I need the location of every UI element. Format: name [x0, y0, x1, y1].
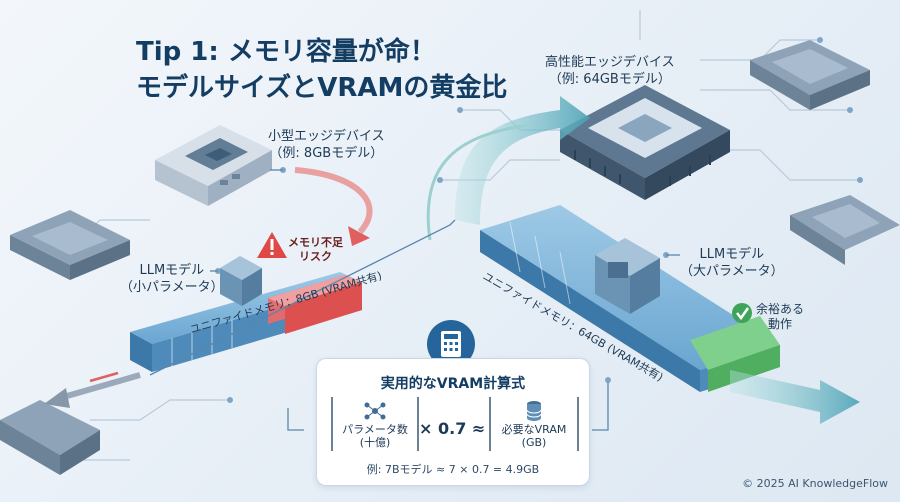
chip-bottom-left [0, 400, 100, 475]
left-double-arrow [44, 371, 141, 408]
small-model-params: （小パラメータ） [120, 280, 224, 295]
formula-example: 例: 7Bモデル ≈ 7 × 0.7 = 4.9GB [366, 463, 540, 476]
formula-term-params-line-1: パラメータ数 [342, 423, 408, 436]
small-device-example: （例: 8GBモデル） [269, 146, 384, 161]
chip-right [790, 195, 900, 265]
title-line-1: Tip 1: メモリ容量が命！ [136, 37, 436, 67]
small-device-label: 小型エッジデバイス （例: 8GBモデル） [268, 128, 385, 162]
warning-icon [257, 232, 287, 258]
formula-term-params: パラメータ数 (十億) [331, 397, 419, 451]
ok-line-1: 余裕ある [756, 302, 805, 316]
network-icon [364, 402, 386, 420]
large-model-cube [595, 238, 660, 314]
calculator-icon [427, 320, 475, 368]
title-line-2: モデルサイズとVRAMの黄金比 [136, 73, 508, 103]
small-device-name: 小型エッジデバイス [268, 129, 385, 144]
large-model-label: LLMモデル （大パラメータ） [680, 246, 784, 280]
formula-term-vram: 必要なVRAM (GB) [489, 397, 579, 451]
trace-nodes [215, 37, 863, 403]
formula-term-vram-text: 必要なVRAM (GB) [491, 423, 577, 449]
formula-operator: × 0.7 ≈ [419, 419, 486, 438]
connector-lines [149, 169, 680, 431]
large-device-name: 高性能エッジデバイス [545, 55, 675, 70]
database-icon [526, 401, 542, 421]
warning-label: メモリ不足 リスク [288, 236, 343, 264]
small-model-name: LLMモデル [139, 263, 205, 278]
page-title: Tip 1: メモリ容量が命！ モデルサイズとVRAMの黄金比 [136, 34, 507, 106]
risk-arrow [294, 167, 373, 246]
small-model-cube [220, 256, 262, 306]
large-edge-device [560, 85, 730, 200]
large-model-name: LLMモデル [699, 247, 765, 262]
small-model-label: LLMモデル （小パラメータ） [120, 262, 224, 296]
chip-top-right [750, 40, 870, 110]
large-device-label: 高性能エッジデバイス （例: 64GBモデル） [545, 54, 675, 88]
check-icon [732, 303, 752, 323]
formula-term-vram-line-1: 必要なVRAM [501, 423, 567, 436]
formula-box: 実用的なVRAM計算式 パラメータ数 (十億) × 0.7 ≈ 必要なVRAM … [316, 358, 590, 486]
formula-title: 実用的なVRAM計算式 [380, 376, 526, 392]
formula-term-params-text: パラメータ数 (十億) [333, 423, 417, 449]
formula-term-params-line-2: (十億) [359, 436, 391, 449]
small-edge-device [155, 125, 272, 206]
formula-term-vram-line-2: (GB) [521, 436, 547, 449]
copyright: © 2025 AI KnowledgeFlow [742, 477, 888, 490]
ok-label: 余裕ある 動作 [756, 302, 804, 332]
chip-left [10, 210, 130, 280]
large-model-params: （大パラメータ） [680, 264, 784, 279]
large-device-example: （例: 64GBモデル） [548, 72, 671, 87]
warning-line-2: リスク [299, 250, 332, 263]
right-flow-arrow [730, 370, 860, 424]
flow-arrows-top [426, 96, 590, 241]
ok-line-2: 動作 [768, 317, 793, 331]
warning-line-1: メモリ不足 [288, 236, 343, 249]
